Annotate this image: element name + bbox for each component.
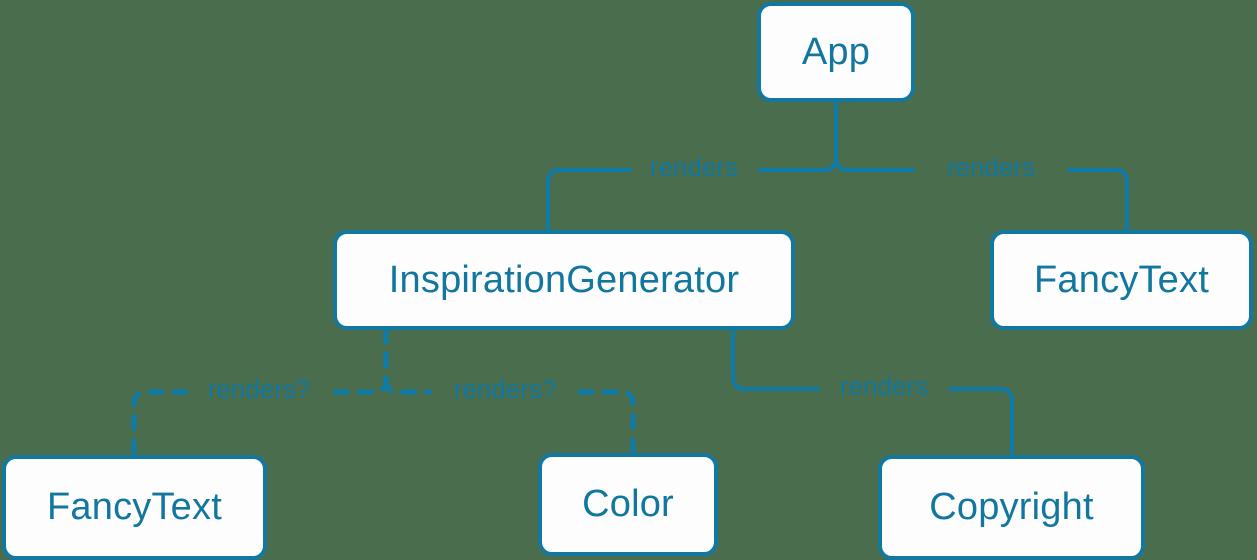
edge-label-inspiration-fancytext: renders?	[208, 374, 311, 404]
edge-inspirationgenerator-renders-fancytext: renders?	[131, 327, 389, 458]
edge-label-inspiration-copyright: renders	[840, 371, 928, 401]
edge-inspirationgenerator-renders-copyright: renders	[731, 328, 1014, 457]
node-copyright[interactable]: Copyright	[878, 455, 1145, 560]
node-fancytext-top[interactable]: FancyText	[990, 230, 1253, 330]
edge-label-inspiration-color: renders?	[454, 374, 557, 404]
edge-line-app-fancytext	[834, 156, 1129, 232]
node-label-fancytext-bottom: FancyText	[47, 486, 222, 528]
edge-line-inspiration-color	[383, 377, 636, 456]
node-label-app: App	[801, 30, 871, 73]
edge-line-inspiration-copyright	[731, 328, 1014, 457]
edge-label-app-fancytext: renders	[947, 152, 1035, 182]
edge-app-renders-inspirationgenerator: renders	[546, 100, 838, 232]
node-fancytext-bottom[interactable]: FancyText	[2, 455, 267, 560]
node-label-inspirationgenerator: InspirationGenerator	[388, 258, 740, 301]
node-app[interactable]: App	[757, 2, 915, 102]
node-label-copyright: Copyright	[929, 486, 1094, 528]
edge-app-renders-fancytext: renders	[834, 152, 1129, 232]
node-inspirationgenerator[interactable]: InspirationGenerator	[333, 230, 795, 330]
node-label-fancytext-top: FancyText	[1034, 258, 1209, 301]
edge-inspirationgenerator-renders-color: renders?	[383, 374, 636, 456]
edge-label-app-inspiration: renders	[650, 152, 738, 182]
node-color[interactable]: Color	[538, 453, 718, 556]
node-label-color: Color	[582, 483, 674, 525]
